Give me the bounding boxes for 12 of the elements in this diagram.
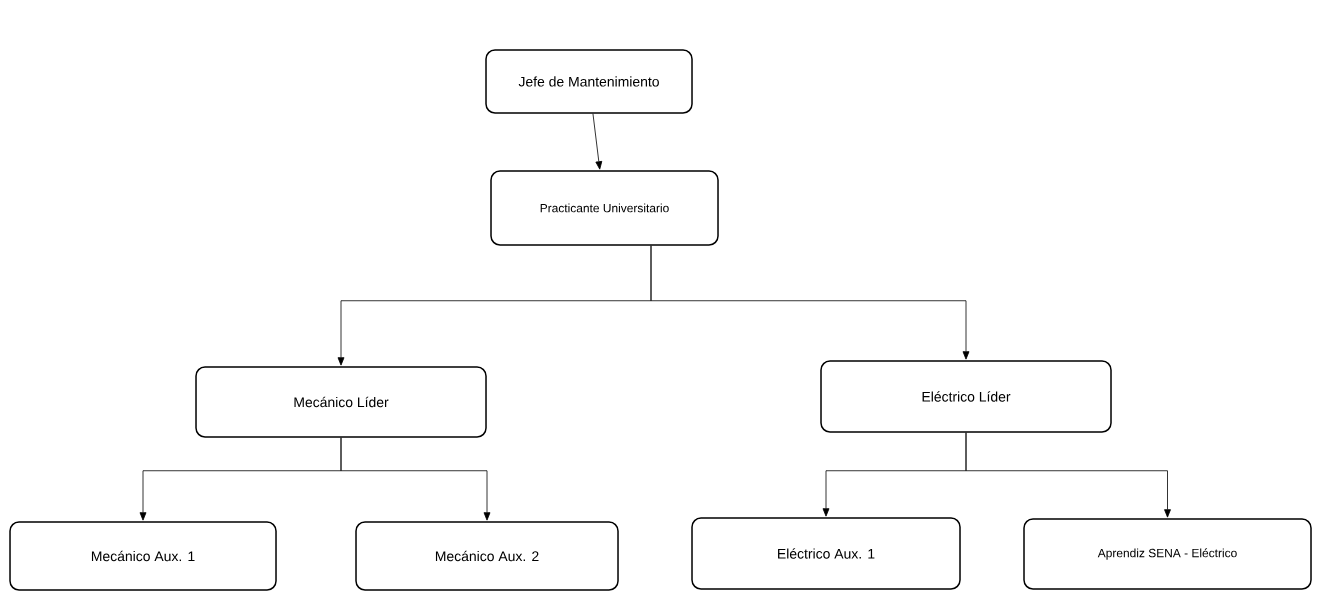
role-box: Jefe de Mantenimiento xyxy=(485,49,693,114)
role-box: Mecánico Aux. 2 xyxy=(355,521,619,591)
arrow xyxy=(592,113,603,170)
arrow xyxy=(650,245,970,360)
arrow xyxy=(965,432,1171,518)
role-box: Mecánico Líder xyxy=(195,366,487,438)
role-box: Mecánico Aux. 1 xyxy=(9,521,277,591)
role-box: Practicante Universitario xyxy=(490,170,719,246)
arrow xyxy=(340,437,491,521)
role-box: Eléctrico Aux. 1 xyxy=(691,517,961,590)
role-box: Eléctrico Líder xyxy=(820,360,1112,433)
role-box: Aprendiz SENA - Eléctrico xyxy=(1023,518,1312,590)
